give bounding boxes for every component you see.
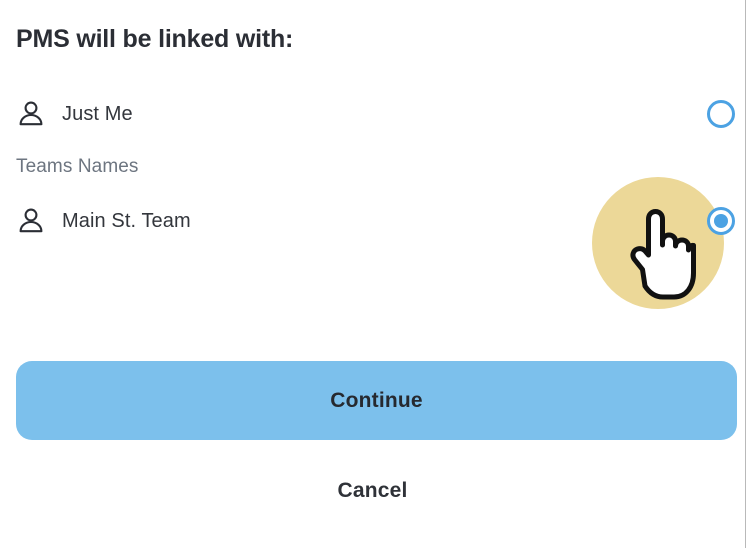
person-icon bbox=[16, 99, 46, 129]
continue-button[interactable]: Continue bbox=[16, 361, 737, 440]
teams-names-label: Teams Names bbox=[16, 156, 139, 177]
page-title: PMS will be linked with: bbox=[16, 25, 294, 53]
cancel-button[interactable]: Cancel bbox=[0, 479, 745, 503]
option-row-just-me[interactable]: Just Me bbox=[0, 92, 745, 136]
radio-main-st-team[interactable] bbox=[707, 207, 735, 235]
radio-just-me[interactable] bbox=[707, 100, 735, 128]
option-row-main-st-team[interactable]: Main St. Team bbox=[0, 199, 745, 243]
click-highlight-circle bbox=[592, 177, 724, 309]
radio-selected-dot bbox=[714, 214, 728, 228]
option-label-just-me: Just Me bbox=[62, 102, 133, 125]
option-label-main-st-team: Main St. Team bbox=[62, 209, 191, 232]
person-icon bbox=[16, 206, 46, 236]
